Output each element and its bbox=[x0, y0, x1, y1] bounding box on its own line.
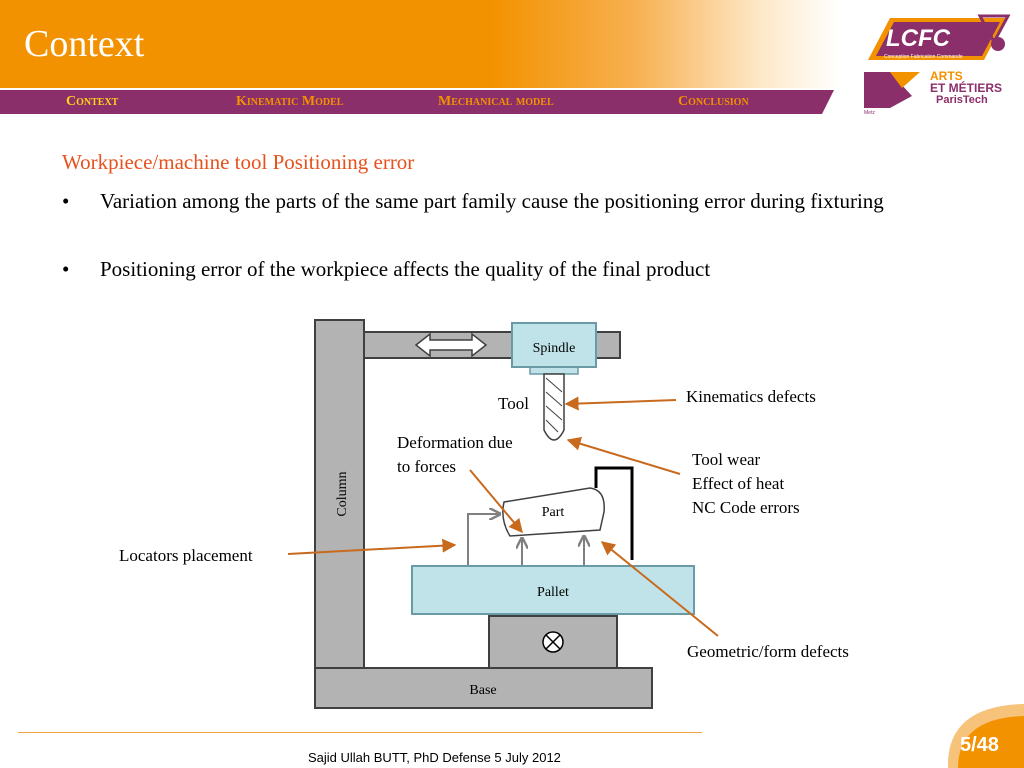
triangle-mark-icon bbox=[977, 14, 1011, 46]
effect-of-heat-label: Effect of heat bbox=[692, 474, 784, 493]
base-block bbox=[314, 667, 653, 709]
cross-mark bbox=[545, 634, 561, 650]
am-logo-arts: ARTS bbox=[930, 69, 963, 83]
section-heading: Workpiece/machine tool Positioning error bbox=[62, 150, 415, 174]
deformation-label-line1: Deformation due bbox=[397, 433, 513, 452]
nav-item-mechanical-model[interactable]: Mechanical model bbox=[438, 94, 554, 109]
tool-wear-callout-arrow bbox=[566, 436, 681, 475]
kinematics-defects-label: Kinematics defects bbox=[686, 387, 816, 406]
am-logo-metz: Metz bbox=[864, 110, 875, 116]
tool-wear-label: Tool wear bbox=[692, 450, 761, 469]
sphere-mark-icon bbox=[991, 37, 1005, 51]
kinematics-callout-arrow bbox=[564, 396, 677, 411]
pallet-label: Pallet bbox=[537, 585, 569, 600]
am-logo-paristech: ParisTech bbox=[936, 94, 988, 106]
column-block bbox=[314, 319, 365, 669]
part-shape bbox=[502, 487, 605, 537]
spindle-block bbox=[511, 322, 597, 368]
column-label: Column bbox=[335, 471, 350, 516]
nc-code-errors-label: NC Code errors bbox=[692, 498, 800, 517]
pallet-block bbox=[411, 565, 695, 615]
spindle-label: Spindle bbox=[533, 341, 576, 356]
nav-item-kinematic-model[interactable]: Kinematic Model bbox=[236, 94, 344, 109]
am-logo-accent bbox=[890, 72, 920, 88]
deformation-label-line2: to forces bbox=[397, 457, 456, 476]
footer-divider bbox=[18, 732, 702, 733]
institution-logos: LCFC Conception Fabrication Commande ART… bbox=[864, 14, 1011, 116]
nav-item-conclusion[interactable]: Conclusion bbox=[678, 94, 749, 109]
page-number-badge bbox=[947, 704, 1024, 768]
tool-label: Tool bbox=[498, 394, 529, 413]
page-number: 5/48 bbox=[960, 734, 999, 756]
badge-inner bbox=[958, 716, 1024, 768]
locators-placement-label: Locators placement bbox=[119, 546, 253, 565]
am-logo-mark bbox=[864, 72, 912, 108]
slide-header bbox=[0, 0, 1024, 88]
lcfc-logo-subtitle: Conception Fabrication Commande bbox=[884, 54, 963, 60]
fixture-clamp bbox=[594, 466, 634, 560]
bullet-marker: • bbox=[62, 257, 70, 281]
geometric-defects-label: Geometric/form defects bbox=[687, 642, 849, 661]
geometric-callout-arrow bbox=[600, 541, 719, 637]
locators-callout-arrow bbox=[287, 538, 457, 555]
am-logo-et-metiers: ET MÉTIERS bbox=[930, 80, 1002, 95]
lcfc-logo-text: LCFC bbox=[886, 25, 951, 52]
deformation-callout-arrow bbox=[469, 469, 523, 534]
bullet-text: Variation among the parts of the same pa… bbox=[100, 189, 884, 213]
bullet-item: • Variation among the parts of the same … bbox=[62, 186, 982, 217]
nav-item-context[interactable]: Context bbox=[66, 94, 119, 109]
footer-text: Sajid Ullah BUTT, PhD Defense 5 July 201… bbox=[308, 750, 561, 765]
section-nav-bar: Context Kinematic Model Mechanical model… bbox=[0, 90, 834, 114]
bullet-marker: • bbox=[62, 189, 70, 213]
tool-flutes bbox=[545, 377, 563, 433]
double-arrow-icon bbox=[414, 332, 488, 358]
bullet-item: • Positioning error of the workpiece aff… bbox=[62, 254, 982, 285]
part-label: Part bbox=[542, 505, 565, 520]
base-label: Base bbox=[469, 683, 496, 698]
slide-title: Context bbox=[24, 23, 145, 65]
bullet-text: Positioning error of the workpiece affec… bbox=[100, 257, 711, 281]
side-locator-arrow bbox=[467, 514, 500, 566]
lcfc-logo-inner bbox=[876, 22, 1000, 56]
